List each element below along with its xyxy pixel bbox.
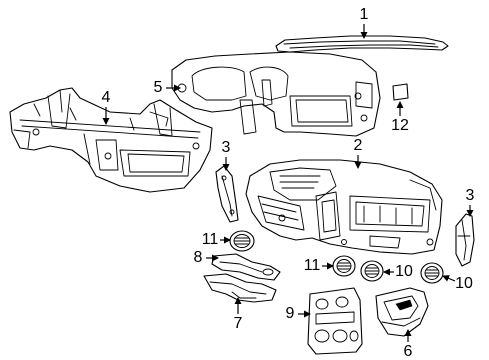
side-bracket-right-part <box>455 213 475 267</box>
dash-top-cover-part <box>275 35 449 53</box>
air-vent-right-part <box>332 255 356 277</box>
callout-label-1: 1 <box>360 6 369 23</box>
cross-car-beam-part <box>9 87 213 193</box>
callout-label-11-right: 11 <box>304 257 321 274</box>
callout-9: 9 <box>286 305 311 322</box>
callout-11-right: 11 <box>304 257 334 274</box>
callout-3-right: 3 <box>466 187 475 217</box>
callout-3-left: 3 <box>222 139 231 171</box>
callout-8: 8 <box>194 249 219 266</box>
storage-bin-part <box>375 287 429 337</box>
callout-12: 12 <box>391 101 409 134</box>
round-vent-center-part <box>360 260 384 282</box>
callout-2: 2 <box>354 137 363 169</box>
callout-6: 6 <box>404 329 413 360</box>
callout-1: 1 <box>360 6 369 39</box>
round-vent-right-part <box>420 262 444 284</box>
callout-label-11-left: 11 <box>202 231 219 248</box>
callout-11-left: 11 <box>202 231 231 248</box>
lower-bracket-part <box>203 273 277 303</box>
callout-10-center: 10 <box>383 263 413 280</box>
callout-label-10-center: 10 <box>395 263 413 280</box>
callout-10-right: 10 <box>442 275 473 292</box>
callout-label-9: 9 <box>286 305 295 322</box>
side-bracket-left-part <box>215 165 239 223</box>
callout-label-8: 8 <box>194 249 203 266</box>
callout-label-4: 4 <box>102 89 111 106</box>
dash-upper-panel-part <box>171 51 381 137</box>
callout-5: 5 <box>154 79 181 96</box>
callout-label-10-right: 10 <box>455 275 473 292</box>
center-bezel-part <box>307 287 363 355</box>
instrument-panel-part <box>245 159 443 255</box>
callout-label-3-left: 3 <box>222 139 231 156</box>
callout-label-2: 2 <box>354 137 363 154</box>
callout-label-3-right: 3 <box>466 187 475 204</box>
callout-7: 7 <box>234 297 243 332</box>
small-clip-part <box>392 83 409 101</box>
air-vent-left-part <box>229 230 255 252</box>
callout-label-12: 12 <box>391 117 409 134</box>
callout-label-6: 6 <box>404 343 413 360</box>
duct-bracket-part <box>211 253 281 281</box>
callout-label-7: 7 <box>234 315 243 332</box>
callout-4: 4 <box>102 89 111 125</box>
callout-label-5: 5 <box>154 79 163 96</box>
